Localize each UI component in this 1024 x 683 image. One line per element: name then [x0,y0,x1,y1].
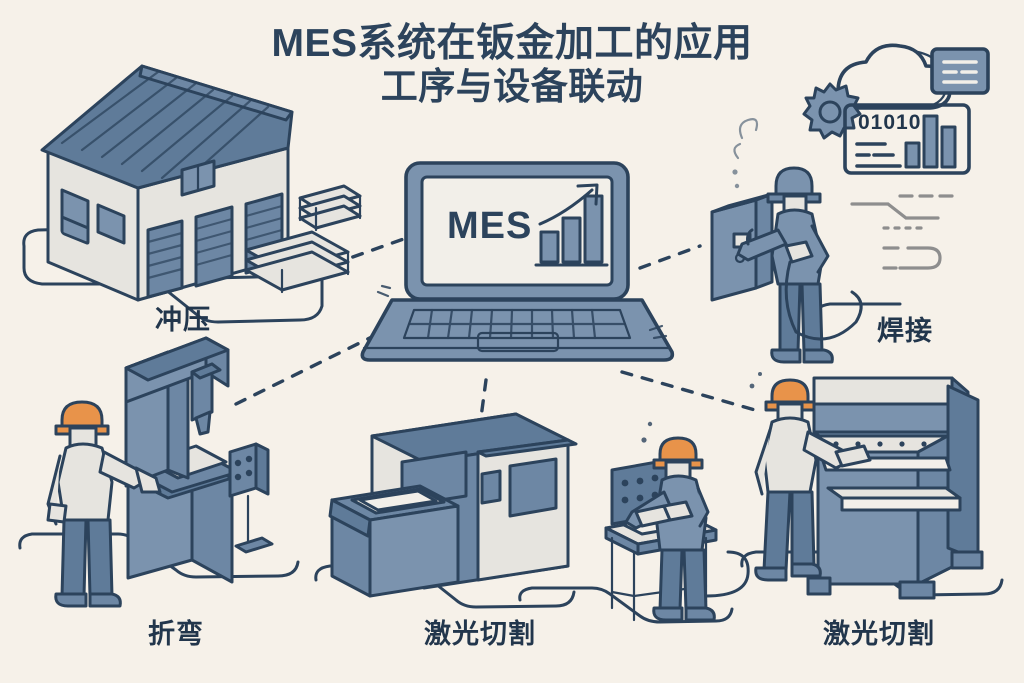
node-label-welding: 焊接 [877,316,933,346]
laser-cutter-icon [328,412,578,598]
welder-worker-icon [710,118,863,364]
node-label-laser-cut-1: 激光切割 [424,619,536,649]
laptop-screen-label: MES [447,205,533,247]
factory-building-icon [40,64,362,302]
press-machine-icon [46,336,274,608]
node-label-stamping: 冲压 [155,305,211,335]
data-panel-icon [843,103,971,175]
node-label-laser-cut-2: 激光切割 [823,619,935,649]
binary-data-text: 01010 [858,111,922,134]
press-brake-icon [749,372,984,600]
gear-icon [802,82,862,140]
connector-welding [638,244,702,270]
console-worker-icon [604,421,750,622]
decor-cluster [802,43,990,270]
circuit-trace-icon [850,194,954,270]
bar-chart-growth-icon [534,183,609,267]
connector-bending [234,325,394,406]
connector-stamping [331,234,414,266]
sheet-metal-stack-icon [244,184,362,294]
node-label-bending: 折弯 [148,619,204,649]
laptop-icon [360,161,675,362]
data-card-icon [930,47,990,95]
connector-laser-2 [620,370,764,414]
